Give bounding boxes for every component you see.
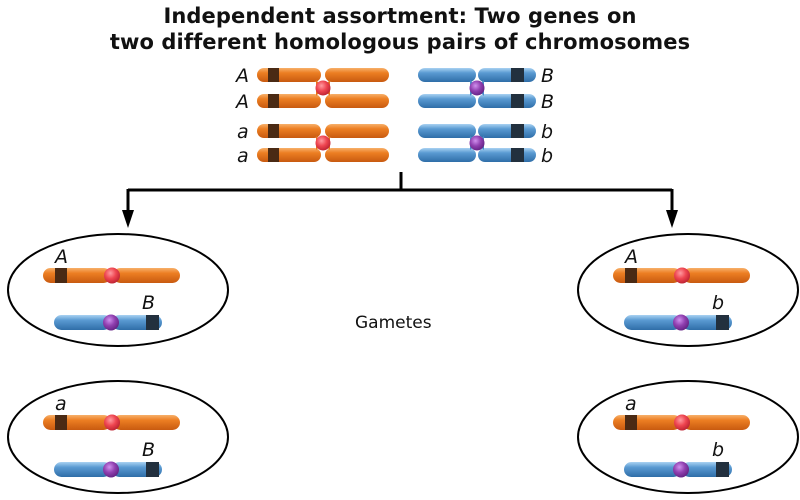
cell-membrane (7, 380, 229, 494)
chromosome-blue (624, 314, 732, 331)
gene-band-B (511, 68, 524, 82)
gene-band-A (55, 268, 67, 283)
chromosome-blue (54, 461, 162, 478)
chromosome-blue (54, 314, 162, 331)
parent-blue-pair-BB: B B (418, 65, 554, 113)
gene-band-B (146, 315, 159, 330)
chromosome-orange (257, 94, 389, 108)
chromosome-blue (418, 68, 536, 82)
centromere-red (104, 414, 120, 431)
chromosome-blue (418, 148, 536, 162)
cell-membrane (577, 233, 799, 347)
centromere-red (674, 267, 690, 284)
allele-label: a (55, 393, 67, 415)
chromosome-blue (418, 124, 536, 138)
parent-blue-pair-bb: b b (418, 121, 553, 167)
arrow-head-right-icon (666, 210, 678, 228)
gamete-cell: aB (7, 380, 229, 494)
gene-band-A (268, 68, 279, 82)
allele-label: B (142, 439, 155, 461)
allele-label: A (234, 65, 249, 87)
gene-band-B (511, 94, 524, 108)
gene-band-b (511, 148, 524, 162)
cell-membrane (577, 380, 799, 494)
chromosome-orange (613, 267, 750, 284)
allele-label: a (625, 393, 637, 415)
allele-label: B (541, 91, 554, 113)
gene-band-a (268, 124, 279, 138)
gametes-caption: Gametes (355, 313, 432, 333)
diagram-title-line-1: Independent assortment: Two genes on (163, 4, 637, 28)
gene-band-B (146, 462, 159, 477)
allele-label: A (53, 246, 68, 268)
centromere-purple (469, 135, 485, 151)
centromere-purple (673, 314, 689, 331)
chromosome-orange (43, 267, 180, 284)
centromere-purple (103, 461, 119, 478)
parent-orange-pair-AA: A A (234, 65, 389, 113)
chromosome-blue (624, 461, 732, 478)
centromere-red (315, 80, 331, 96)
gene-band-b (716, 462, 729, 477)
allele-label: a (237, 145, 249, 167)
allele-label: b (712, 439, 724, 461)
gene-band-A (268, 94, 279, 108)
allele-label: b (541, 145, 553, 167)
allele-label: b (712, 292, 724, 314)
diagram-title-line-2: two different homologous pairs of chromo… (109, 30, 691, 54)
gamete-cell: Ab (577, 233, 799, 347)
allele-label: a (237, 121, 249, 143)
chromosome-orange (43, 414, 180, 431)
allele-label: A (234, 91, 249, 113)
cell-membrane (7, 233, 229, 347)
gamete-cell: ab (577, 380, 799, 494)
centromere-red (104, 267, 120, 284)
centromere-red (315, 135, 331, 151)
gene-band-b (511, 124, 524, 138)
gene-band-a (625, 415, 637, 430)
gene-band-A (625, 268, 637, 283)
gene-band-a (55, 415, 67, 430)
centromere-purple (103, 314, 119, 331)
chromosome-orange (613, 414, 750, 431)
chromosome-orange (257, 68, 389, 82)
gamete-cell: AB (7, 233, 229, 347)
parent-orange-pair-aa: a a (237, 121, 389, 167)
chromosome-blue (418, 94, 536, 108)
gene-band-b (716, 315, 729, 330)
allele-label: b (541, 121, 553, 143)
centromere-purple (673, 461, 689, 478)
branch-connector (122, 172, 678, 228)
arrow-head-left-icon (122, 210, 134, 228)
gene-band-a (268, 148, 279, 162)
chromosome-orange (257, 148, 389, 162)
centromere-purple (469, 80, 485, 96)
centromere-red (674, 414, 690, 431)
allele-label: B (142, 292, 155, 314)
chromosome-orange (257, 124, 389, 138)
allele-label: B (541, 65, 554, 87)
allele-label: A (623, 246, 638, 268)
